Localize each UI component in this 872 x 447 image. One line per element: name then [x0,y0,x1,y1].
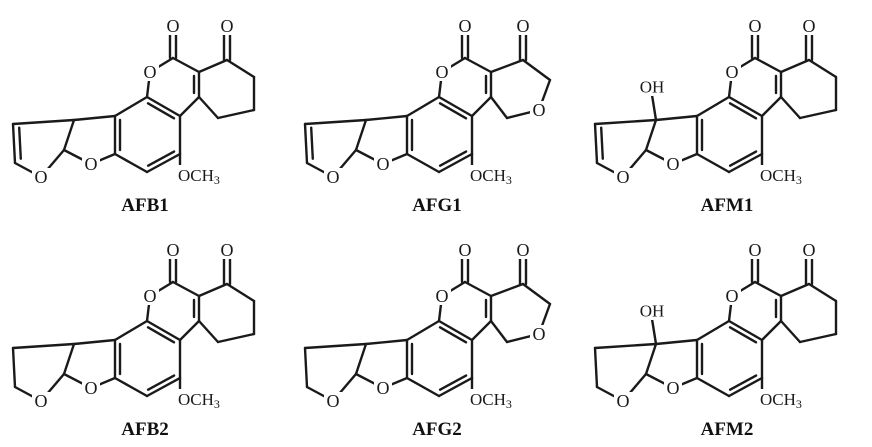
ring-oxygen-label: O [726,286,739,306]
ring-oxygen-label: O [617,391,630,411]
carbonyl-oxygen-label: O [167,240,180,260]
methoxy-label: OCH3 [760,166,802,188]
ring-oxygen-label: O [35,167,48,187]
carbonyl-oxygen-label: O [517,240,530,260]
carbonyl-oxygen-label: O [803,16,816,36]
carbonyl-oxygen-label: O [749,240,762,260]
ring-oxygen-label: O [377,378,390,398]
molecule-bonds: O O O O O O OCH3 [303,16,552,188]
carbonyl-oxygen-label: O [517,16,530,36]
ring-oxygen-label: O [144,286,157,306]
molecule-bonds: O O O O O O OCH3 [303,240,552,412]
methoxy-label: OCH3 [178,166,220,188]
compound-name: AFM2 [701,419,754,440]
compound-name: AFG1 [412,195,462,216]
methoxy-label: OCH3 [470,166,512,188]
lactone-oxygen-label: O [533,324,546,344]
ring-oxygen-label: O [144,62,157,82]
ring-oxygen-label: O [617,167,630,187]
ring-oxygen-label: O [377,154,390,174]
carbonyl-oxygen-label: O [221,16,234,36]
hydroxyl-label: OH [640,78,665,97]
compound-name: AFG2 [412,419,462,440]
molecule-bonds: O O O O O OCH3 [11,240,256,412]
ring-oxygen-label: O [85,378,98,398]
ring-oxygen-label: O [85,154,98,174]
ring-oxygen-label: O [35,391,48,411]
methoxy-label: OCH3 [470,390,512,412]
carbonyl-oxygen-label: O [459,240,472,260]
molecule-bonds: O O O O O OCH3 [11,16,256,188]
hydroxyl-label: OH [640,302,665,321]
carbonyl-oxygen-label: O [459,16,472,36]
ring-oxygen-label: O [327,391,340,411]
ring-oxygen-label: O [327,167,340,187]
carbonyl-oxygen-label: O [749,16,762,36]
compound-name: AFM1 [701,195,754,216]
carbonyl-oxygen-label: O [167,16,180,36]
methoxy-label: OCH3 [178,390,220,412]
ring-oxygen-label: O [667,378,680,398]
ring-oxygen-label: O [726,62,739,82]
carbonyl-oxygen-label: O [221,240,234,260]
ring-oxygen-label: O [436,62,449,82]
ring-oxygen-label: O [436,286,449,306]
lactone-oxygen-label: O [533,100,546,120]
molecule-bonds: OH O O O O O OCH3 [593,240,838,412]
methoxy-label: OCH3 [760,390,802,412]
compound-name: AFB1 [121,195,169,216]
compound-name: AFB2 [121,419,169,440]
molecule-bonds: OH O O O O O OCH3 [593,16,838,188]
carbonyl-oxygen-label: O [803,240,816,260]
ring-oxygen-label: O [667,154,680,174]
